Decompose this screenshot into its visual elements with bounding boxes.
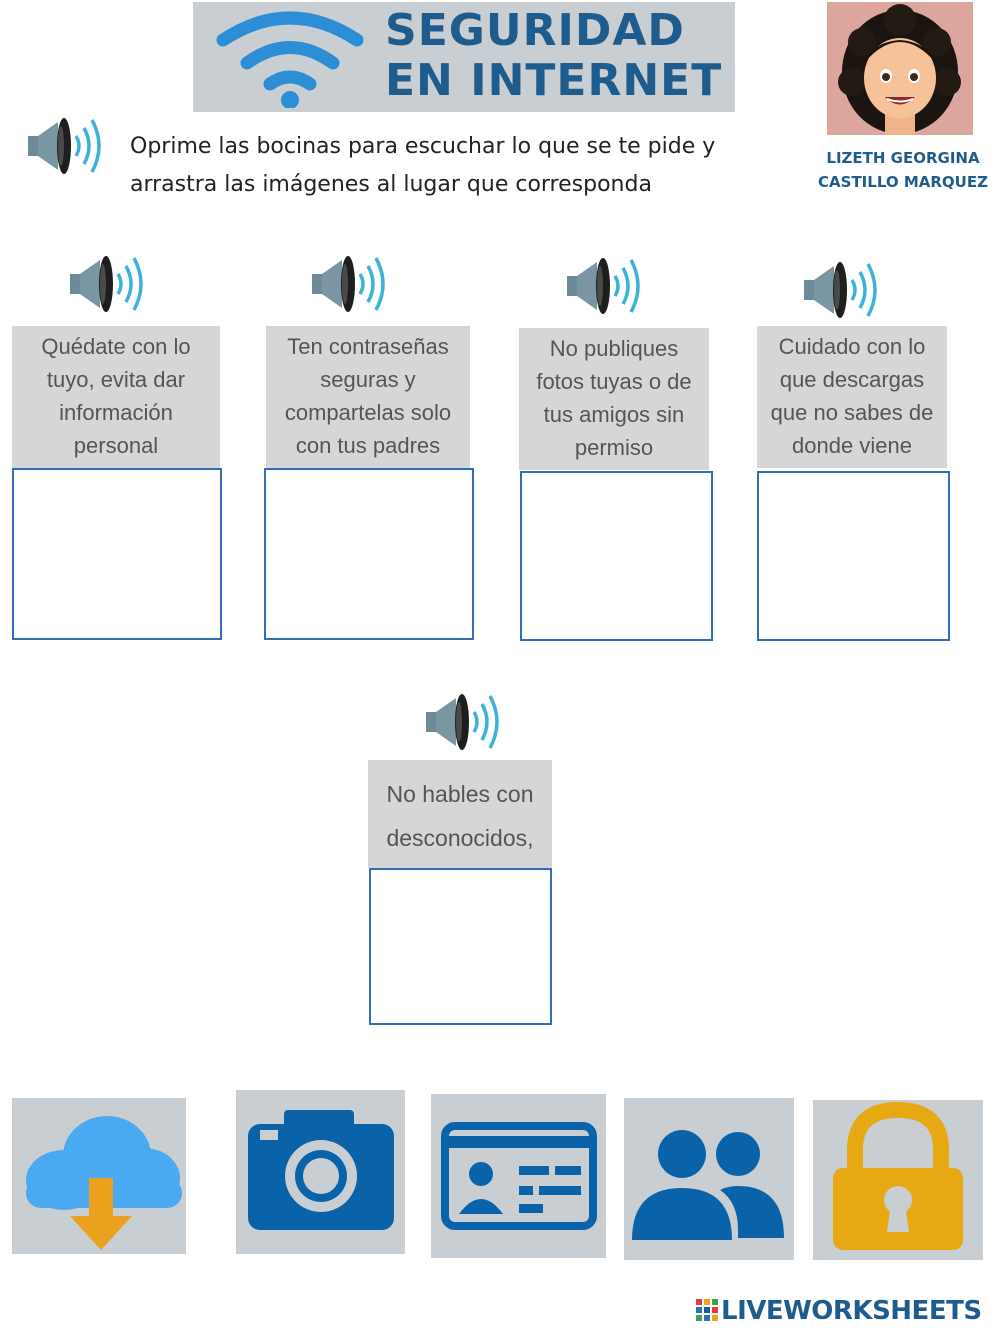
- drop-zone-4[interactable]: [757, 471, 950, 641]
- title-banner: SEGURIDAD EN INTERNET: [193, 2, 735, 112]
- speaker-icon-3[interactable]: [563, 254, 653, 318]
- drop-zone-2[interactable]: [264, 468, 474, 640]
- card-1-line-3: información: [59, 400, 173, 425]
- title-line-2: EN INTERNET: [385, 55, 723, 106]
- card-5-line-2: desconocidos,: [386, 825, 534, 851]
- card-5-line-1: No hables con: [386, 781, 534, 807]
- camera-icon: [248, 1110, 394, 1230]
- tile-cloud-download[interactable]: [12, 1098, 186, 1254]
- card-4-line-2: que descargas: [779, 367, 925, 392]
- wifi-icon: [216, 11, 364, 108]
- drop-zone-3[interactable]: [520, 471, 713, 641]
- card-3: No publiques fotos tuyas o de tus amigos…: [519, 328, 709, 470]
- padlock-icon: [833, 1101, 963, 1250]
- card-2-line-3: compartelas solo: [284, 400, 452, 425]
- card-2-line-4: con tus padres: [295, 433, 441, 458]
- card-3-line-3: tus amigos sin: [543, 402, 685, 427]
- tile-id-card[interactable]: [431, 1094, 606, 1258]
- card-4-line-1: Cuidado con lo: [778, 334, 926, 359]
- avatar-image: [838, 4, 961, 135]
- drop-zone-1[interactable]: [12, 468, 222, 640]
- tile-camera[interactable]: [236, 1090, 405, 1254]
- card-1: Quédate con lo tuyo, evita dar informaci…: [12, 326, 220, 468]
- card-4-line-4: donde viene: [792, 433, 912, 458]
- card-4: Cuidado con lo que descargas que no sabe…: [757, 326, 947, 468]
- cloud-download-icon: [26, 1116, 182, 1250]
- author-name: LIZETH GEORGINA CASTILLO MARQUEZ: [808, 146, 998, 194]
- users-icon: [632, 1130, 784, 1240]
- author-line-2: CASTILLO MARQUEZ: [818, 173, 988, 191]
- speaker-icon-5[interactable]: [422, 690, 512, 754]
- id-card-icon: [441, 1122, 597, 1230]
- speaker-icon-1[interactable]: [66, 252, 156, 316]
- card-5: No hables con desconocidos,: [368, 760, 552, 868]
- speaker-icon-2[interactable]: [308, 252, 398, 316]
- card-2-line-1: Ten contraseñas: [287, 334, 449, 359]
- tile-padlock[interactable]: [813, 1100, 983, 1260]
- card-1-line-2: tuyo, evita dar: [46, 367, 186, 392]
- author-line-1: LIZETH GEORGINA: [826, 149, 980, 167]
- card-1-line-4: personal: [73, 433, 159, 458]
- page-title: SEGURIDAD EN INTERNET: [385, 6, 722, 106]
- instructions-text: Oprime las bocinas para escuchar lo que …: [130, 134, 716, 197]
- card-3-line-2: fotos tuyas o de: [536, 369, 692, 394]
- card-3-line-4: permiso: [574, 435, 654, 460]
- card-2-line-2: seguras y: [320, 367, 416, 392]
- card-4-line-3: que no sabes de: [770, 400, 934, 425]
- brand-footer[interactable]: LIVEWORKSHEETS: [696, 1296, 996, 1328]
- tile-users[interactable]: [624, 1098, 794, 1260]
- card-2: Ten contraseñas seguras y compartelas so…: [266, 326, 470, 468]
- speaker-icon-4[interactable]: [800, 258, 890, 322]
- speaker-icon-instructions[interactable]: [24, 114, 114, 178]
- title-line-1: SEGURIDAD: [385, 5, 685, 56]
- liveworksheets-logo-icon: [696, 1299, 718, 1321]
- brand-name: LIVEWORKSHEETS: [721, 1296, 982, 1326]
- drop-zone-5[interactable]: [369, 868, 552, 1025]
- card-3-line-1: No publiques: [549, 336, 679, 361]
- card-1-line-1: Quédate con lo: [41, 334, 191, 359]
- avatar: [827, 2, 973, 135]
